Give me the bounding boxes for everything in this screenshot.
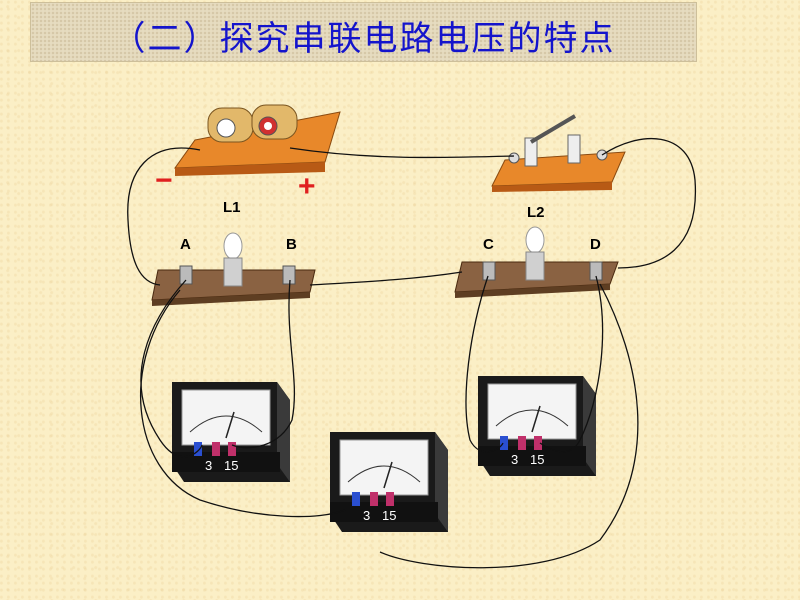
terminal-label-a: A	[180, 236, 191, 253]
switch[interactable]	[491, 114, 626, 192]
voltmeter-l1: 3 15	[171, 381, 291, 483]
title-banner: （二）探究串联电路电压的特点	[30, 2, 697, 62]
terminal-label-c: C	[483, 236, 494, 253]
battery-holder	[173, 104, 341, 176]
lamp-label-l1: L1	[223, 199, 241, 216]
voltmeter-l1-terminal-3: 3	[205, 458, 212, 473]
terminal-label-b: B	[286, 236, 297, 253]
lamp-board-l2	[454, 226, 619, 298]
voltmeter-l1-terminal-15: 15	[224, 458, 238, 473]
battery-plus-sign: +	[298, 170, 316, 203]
voltmeter-l2-terminal-15: 15	[530, 452, 544, 467]
battery-minus-sign: −	[155, 164, 173, 197]
lamp-label-l2: L2	[527, 204, 545, 221]
terminal-label-d: D	[590, 236, 601, 253]
page-title: （二）探究串联电路电压的特点	[111, 19, 616, 59]
voltmeter-l2-terminal-3: 3	[511, 452, 518, 467]
voltmeter-l2: 3 15	[477, 375, 597, 477]
voltmeter-total: 3 15	[329, 431, 449, 533]
voltmeter-total-terminal-3: 3	[363, 508, 370, 523]
circuit-wires	[127, 138, 697, 569]
voltmeter-total-terminal-15: 15	[382, 508, 396, 523]
lamp-board-l1	[151, 232, 316, 306]
